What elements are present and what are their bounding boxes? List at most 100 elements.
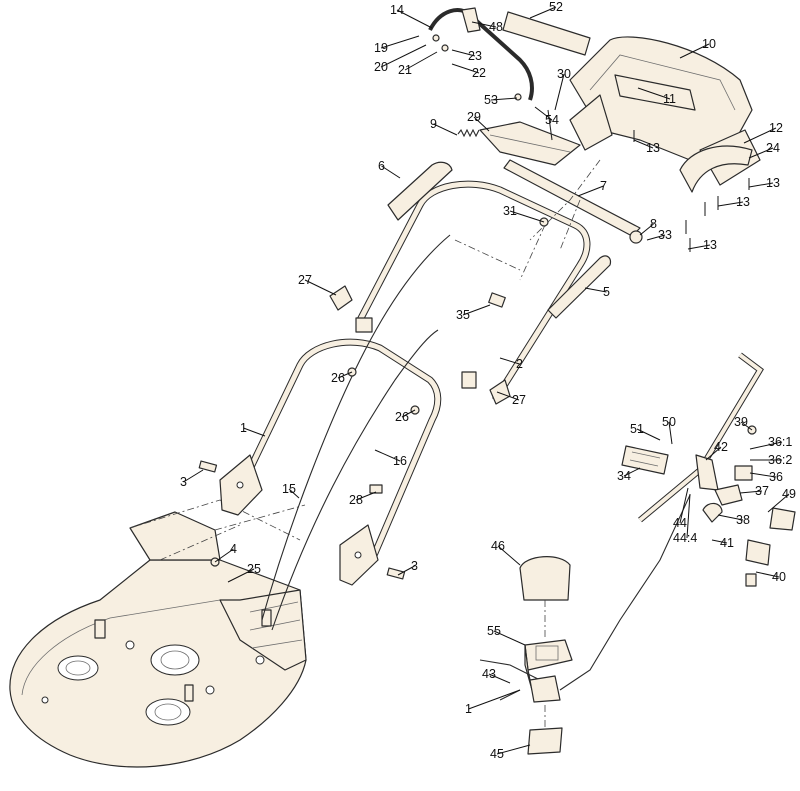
- callout-c52: 52: [549, 0, 563, 14]
- leader-c2: [499, 357, 520, 365]
- leader-c13c: [717, 201, 744, 207]
- callout-c3b: 3: [411, 559, 418, 573]
- callout-c44: 44: [673, 516, 687, 530]
- callout-c13d: 13: [703, 238, 717, 252]
- callout-c6: 6: [378, 159, 385, 173]
- leader-c43: [488, 673, 511, 684]
- callout-c15: 15: [282, 482, 296, 496]
- leader-c26b: [401, 409, 416, 418]
- leader-c49: [767, 493, 790, 513]
- callout-c1b: 1: [465, 702, 472, 716]
- leader-c22: [451, 63, 480, 74]
- callout-c14: 14: [390, 3, 404, 17]
- plug-40: [745, 573, 757, 587]
- callout-c4: 4: [230, 542, 237, 556]
- control-lever-14: [428, 8, 534, 101]
- leader-c28: [355, 491, 377, 501]
- callout-c27b: 27: [512, 393, 526, 407]
- card-45: [527, 727, 563, 755]
- callout-c55: 55: [487, 624, 501, 638]
- leader-c29: [473, 116, 490, 132]
- leader-c30: [554, 73, 565, 111]
- callout-c7: 7: [600, 179, 607, 193]
- charger-49: [769, 507, 796, 531]
- callout-c31: 31: [503, 204, 517, 218]
- callout-c36: 36: [769, 470, 783, 484]
- key-37: [714, 484, 743, 506]
- leader-c44: [679, 487, 689, 524]
- callout-c362: 36:2: [768, 453, 792, 467]
- leader-c48: [471, 21, 497, 28]
- leader-c24: [748, 147, 774, 159]
- leader-c26a: [337, 371, 353, 379]
- leader-c10: [679, 43, 710, 59]
- callout-c13b: 13: [766, 176, 780, 190]
- leader-c1a: [243, 427, 266, 437]
- leader-c35: [462, 304, 491, 316]
- alignment-lines-upper: [454, 159, 601, 281]
- callout-c22: 22: [472, 66, 486, 80]
- deck-centerline: [129, 499, 306, 561]
- leader-c21: [404, 51, 438, 71]
- leader-c36: [749, 472, 777, 478]
- leader-c27b: [496, 391, 520, 401]
- switch-decal-34: [621, 445, 669, 475]
- callout-c444: 44:4: [673, 531, 697, 545]
- handle-knob-left: [329, 285, 353, 311]
- leader-c6: [381, 165, 401, 179]
- callout-c38: 38: [736, 513, 750, 527]
- callout-c361: 36:1: [768, 435, 792, 449]
- callout-c51: 51: [630, 422, 644, 436]
- leader-c23: [451, 49, 476, 57]
- connector-1b: [529, 675, 561, 703]
- callout-c39: 39: [734, 415, 748, 429]
- callout-c43: 43: [482, 667, 496, 681]
- callout-c49: 49: [782, 487, 796, 501]
- leader-c51: [636, 428, 661, 441]
- control-bail: [479, 121, 581, 166]
- cover-38: [702, 502, 723, 523]
- callout-c16: 16: [393, 454, 407, 468]
- callout-c50: 50: [662, 415, 676, 429]
- leader-c9: [433, 123, 458, 136]
- leader-c38: [717, 514, 744, 521]
- leader-lines: [183, 6, 790, 755]
- decal-52: [502, 11, 591, 56]
- leader-c45: [496, 744, 531, 755]
- callout-c30: 30: [557, 67, 571, 81]
- leader-c19: [380, 35, 420, 49]
- leader-c13a: [633, 139, 654, 149]
- callout-c20: 20: [374, 60, 388, 74]
- leader-c39: [740, 421, 753, 431]
- callout-c34: 34: [617, 469, 631, 483]
- leader-c52: [529, 6, 557, 19]
- callout-c48: 48: [489, 20, 503, 34]
- leader-c3b: [397, 565, 415, 576]
- callout-c9: 9: [430, 117, 437, 131]
- rod-end-8: [629, 230, 643, 244]
- callout-c19: 19: [374, 41, 388, 55]
- callout-c23: 23: [468, 49, 482, 63]
- switch-housing-42: [695, 454, 719, 491]
- alt-handle-tube: [638, 352, 764, 523]
- handle-grip-right: [547, 255, 612, 319]
- mower-deck: [9, 511, 307, 768]
- callout-c27a: 27: [298, 273, 312, 287]
- leader-c42: [705, 446, 722, 461]
- charger-40: [745, 539, 771, 566]
- callout-c26a: 26: [331, 371, 345, 385]
- leader-c50: [668, 421, 673, 445]
- leader-c20: [380, 44, 427, 68]
- leader-c7: [577, 185, 604, 197]
- callout-c26b: 26: [395, 410, 409, 424]
- leader-c13b: [748, 182, 774, 188]
- callout-c41: 41: [720, 536, 734, 550]
- leader-c8: [639, 223, 654, 236]
- cable-16: [271, 329, 439, 631]
- wire-harness: [479, 494, 691, 701]
- callout-c46: 46: [491, 539, 505, 553]
- callout-c28: 28: [349, 493, 363, 507]
- upper-handle: [355, 180, 591, 402]
- spring-9: [457, 128, 480, 138]
- callout-c45: 45: [490, 747, 504, 761]
